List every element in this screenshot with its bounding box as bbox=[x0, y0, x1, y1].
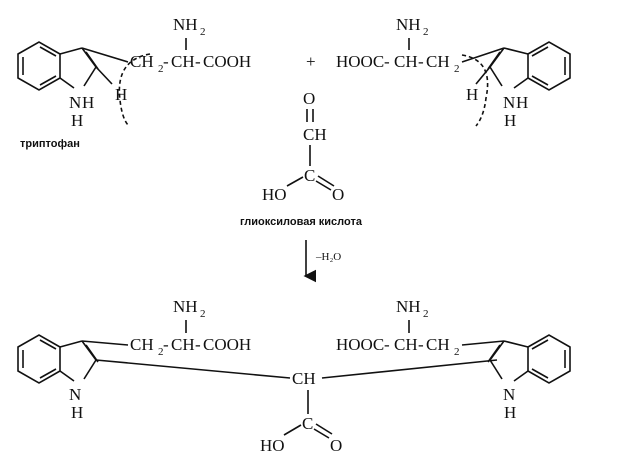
ch-label: CH bbox=[394, 52, 418, 71]
dash-label: - bbox=[195, 52, 201, 71]
nh-label: N bbox=[69, 93, 81, 112]
ch-label: CH bbox=[394, 335, 418, 354]
dash-label: - bbox=[163, 335, 169, 354]
glyoxylic-acid: O CH C HO O bbox=[262, 89, 344, 204]
h-label: H bbox=[71, 111, 83, 130]
h-label: H bbox=[71, 403, 83, 422]
dash-label: - bbox=[163, 52, 169, 71]
cooh-label: COOH bbox=[203, 52, 251, 71]
sub2-label: 2 bbox=[200, 308, 206, 320]
hooc-label: HOOC bbox=[336, 335, 384, 354]
glyoxylic-acid-caption: глиоксиловая кислота bbox=[240, 216, 363, 228]
sub2-label: 2 bbox=[454, 63, 460, 75]
nh-label: N bbox=[69, 385, 81, 404]
tryptophan-right bbox=[461, 41, 571, 127]
ch-label: CH bbox=[303, 125, 327, 144]
c-label: C bbox=[304, 166, 315, 185]
nh2-label: NH bbox=[173, 15, 198, 34]
water-loss-label: –H₂O bbox=[315, 251, 341, 263]
c-label: C bbox=[302, 414, 313, 433]
h-label: H bbox=[504, 111, 516, 130]
sub2-label: 2 bbox=[200, 26, 206, 38]
ch-label: CH bbox=[292, 369, 316, 388]
ho-label: HO bbox=[262, 185, 287, 204]
sub2-label: 2 bbox=[423, 26, 429, 38]
ch2-label: CH bbox=[130, 335, 154, 354]
dash-label: - bbox=[418, 335, 424, 354]
dash-label: - bbox=[195, 335, 201, 354]
nh-label: N bbox=[503, 93, 515, 112]
h-label: H bbox=[466, 85, 478, 104]
h-label: H bbox=[504, 403, 516, 422]
nh2-label: NH bbox=[173, 297, 198, 316]
o-label: O bbox=[330, 436, 342, 455]
h-label: H bbox=[115, 85, 127, 104]
nh2-label: NH bbox=[396, 15, 421, 34]
product-right-indole bbox=[461, 334, 571, 384]
hooc-label: HOOC bbox=[336, 52, 384, 71]
product-left-indole bbox=[17, 334, 291, 384]
nh-label: N bbox=[503, 385, 515, 404]
sub2-label: 2 bbox=[423, 308, 429, 320]
h-label: H bbox=[516, 93, 528, 112]
sub2-label: 2 bbox=[158, 346, 164, 358]
o-label: O bbox=[303, 89, 315, 108]
dash-label: - bbox=[384, 335, 390, 354]
ch-label: CH bbox=[171, 52, 195, 71]
plus-sign: + bbox=[306, 52, 316, 71]
sub2-label: 2 bbox=[158, 63, 164, 75]
nh2-label: NH bbox=[396, 297, 421, 316]
dash-label: - bbox=[384, 52, 390, 71]
h-label: H bbox=[82, 93, 94, 112]
tryptophan-left bbox=[17, 41, 151, 126]
o-label: O bbox=[332, 185, 344, 204]
ho-label: HO bbox=[260, 436, 285, 455]
dash-label: - bbox=[418, 52, 424, 71]
ch2-label: CH bbox=[426, 52, 450, 71]
sub2-label: 2 bbox=[454, 346, 460, 358]
tryptophan-caption: триптофан bbox=[20, 138, 80, 150]
ch2-label: CH bbox=[130, 52, 154, 71]
ch-label: CH bbox=[171, 335, 195, 354]
cooh-label: COOH bbox=[203, 335, 251, 354]
ch2-label: CH bbox=[426, 335, 450, 354]
